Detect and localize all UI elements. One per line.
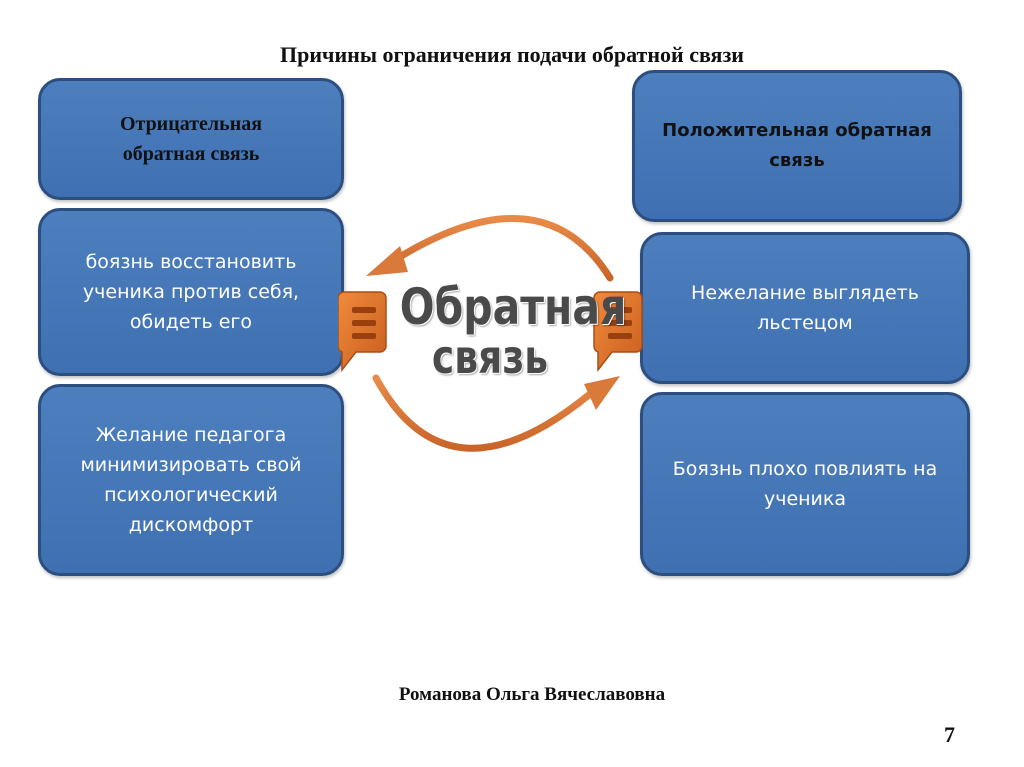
- positive-reason-1: Нежелание выглядеть льстецом: [640, 232, 970, 384]
- positive-reason-2: Боязнь плохо повлиять на ученика: [640, 392, 970, 576]
- center-label-line-2: связь: [431, 330, 549, 384]
- negative-reason-2-label: Желание педагога минимизировать свой пси…: [80, 424, 302, 536]
- negative-reason-1-label: боязнь восстановить ученика против себя,…: [82, 251, 300, 333]
- positive-reason-2-label: Боязнь плохо повлиять на ученика: [672, 458, 938, 510]
- center-label-line-1: Обратная: [399, 278, 627, 336]
- feedback-center-label: Обратная связь: [399, 278, 627, 384]
- feedback-cycle-graphic: [338, 215, 643, 452]
- slide-title: Причины ограничения подачи обратной связ…: [280, 42, 744, 67]
- positive-feedback-header: Положительная обратная связь: [632, 70, 962, 222]
- positive-reason-1-label: Нежелание выглядеть льстецом: [691, 282, 919, 334]
- page-number: 7: [944, 722, 955, 747]
- bottom-curved-arrow-icon: [372, 374, 620, 452]
- negative-reason-2: Желание педагога минимизировать свой пси…: [38, 384, 344, 576]
- negative-feedback-header: Отрицательная обратная связь: [38, 78, 344, 200]
- author-name: Романова Ольга Вячеславовна: [398, 684, 666, 705]
- top-curved-arrow-icon: [366, 215, 614, 282]
- negative-feedback-header-label: Отрицательная обратная связь: [119, 113, 263, 165]
- right-speech-bubble-icon: [593, 291, 643, 373]
- left-speech-bubble-icon: [338, 291, 387, 373]
- positive-feedback-header-label: Положительная обратная связь: [662, 120, 932, 171]
- negative-reason-1: боязнь восстановить ученика против себя,…: [38, 208, 344, 376]
